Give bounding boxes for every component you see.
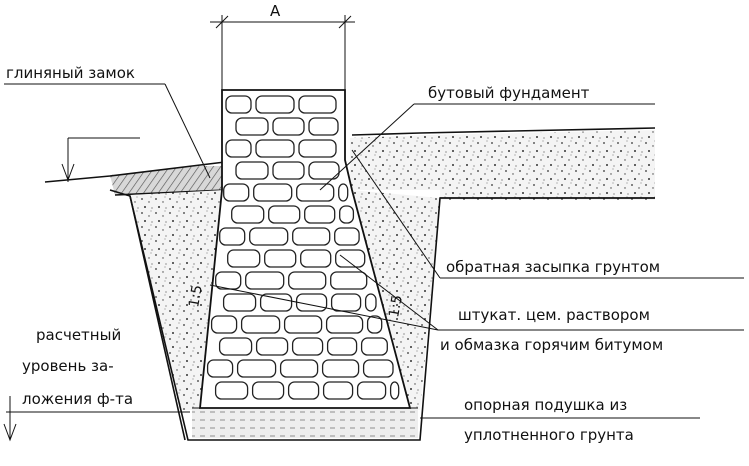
dimension-label: А — [270, 2, 281, 20]
rubble-stone — [326, 337, 358, 356]
backfill-callout: обратная засыпка грунтом — [351, 149, 744, 279]
rubble-stone — [272, 161, 305, 180]
cushion-callout: опорная подушка из уплотненного грунта — [420, 396, 700, 444]
rubble-stone — [214, 381, 249, 400]
rubble-stone — [218, 337, 253, 356]
rubble-stone — [253, 183, 293, 202]
slope-right-label: 1:5 — [386, 294, 406, 319]
rubble-stone — [296, 183, 335, 202]
clay-lock-label: глиняный замок — [6, 64, 135, 82]
rubble-stone — [236, 359, 277, 378]
foundation-callout: бутовый фундамент — [319, 84, 655, 191]
cushion-label-line2: уплотненного грунта — [464, 426, 634, 444]
design-level-line1: расчетный — [36, 326, 121, 344]
rubble-foundation — [199, 89, 412, 409]
rubble-stone — [339, 205, 355, 224]
rubble-stone — [334, 227, 360, 246]
rubble-stone — [255, 139, 295, 158]
rubble-stone — [268, 205, 301, 224]
plaster-label-line1: штукат. цем. раствором — [458, 306, 650, 324]
rubble-stone — [292, 227, 331, 246]
rubble-stone — [264, 249, 297, 268]
rubble-stone — [210, 315, 238, 334]
rubble-stone — [279, 359, 319, 378]
ground-surface-left — [44, 161, 226, 196]
elevation-mark — [61, 137, 140, 182]
rubble-stone — [360, 337, 388, 356]
rubble-stone — [249, 227, 289, 246]
rubble-stone — [291, 337, 324, 356]
slope-left-label: 1:5 — [186, 284, 206, 309]
rubble-stone — [366, 315, 383, 334]
rubble-stone — [225, 95, 252, 114]
support-cushion — [192, 407, 418, 438]
rubble-stone — [231, 205, 265, 224]
rubble-stone — [300, 249, 332, 268]
design-level-line2: уровень за- — [22, 357, 114, 375]
rubble-stone — [287, 381, 320, 400]
plaster-label-line2: и обмазка горячим битумом — [440, 336, 663, 354]
rubble-stone — [330, 271, 368, 290]
clay-lock-callout: глиняный замок — [4, 64, 211, 179]
rubble-stone — [227, 249, 261, 268]
rubble-stone — [225, 139, 252, 158]
rubble-stone — [322, 381, 354, 400]
rubble-stone — [325, 315, 364, 334]
rubble-stone — [364, 293, 377, 312]
rubble-stone — [330, 293, 362, 312]
rubble-stone — [245, 271, 285, 290]
rubble-stone — [338, 183, 349, 202]
rubble-stone — [288, 271, 327, 290]
rubble-stone — [335, 249, 366, 268]
rubble-stone — [298, 95, 337, 114]
plaster-callout: штукат. цем. раствором и обмазка горячим… — [209, 254, 744, 354]
rubble-stone — [223, 183, 250, 202]
rubble-stone — [255, 95, 295, 114]
rubble-stone — [219, 227, 246, 246]
rubble-stone — [308, 117, 339, 136]
rubble-stone — [240, 315, 281, 334]
rubble-stone — [251, 381, 285, 400]
ground-surface-right — [350, 127, 656, 200]
rubble-stone — [389, 381, 400, 400]
rubble-stone — [283, 315, 323, 334]
rubble-stone — [321, 359, 360, 378]
rubble-stone — [235, 161, 269, 180]
rubble-stone — [206, 359, 234, 378]
rubble-stone — [308, 161, 340, 180]
rubble-stone — [222, 293, 257, 312]
design-level-callout: расчетный уровень за- ложения ф-та — [3, 326, 190, 442]
rubble-stone — [272, 117, 305, 136]
rubble-stone — [298, 139, 337, 158]
backfill-label: обратная засыпка грунтом — [446, 258, 660, 276]
rubble-stone — [259, 293, 293, 312]
rubble-foundation-label: бутовый фундамент — [428, 84, 590, 102]
rubble-stone — [255, 337, 289, 356]
design-level-line3: ложения ф-та — [22, 390, 133, 408]
width-dimension: А — [210, 2, 355, 92]
rubble-stone — [304, 205, 336, 224]
slope-marks: 1:5 1:5 — [186, 284, 406, 319]
cushion-label-line1: опорная подушка из — [464, 396, 627, 414]
rubble-stone — [362, 359, 394, 378]
rubble-stone — [235, 117, 269, 136]
rubble-stone — [356, 381, 387, 400]
